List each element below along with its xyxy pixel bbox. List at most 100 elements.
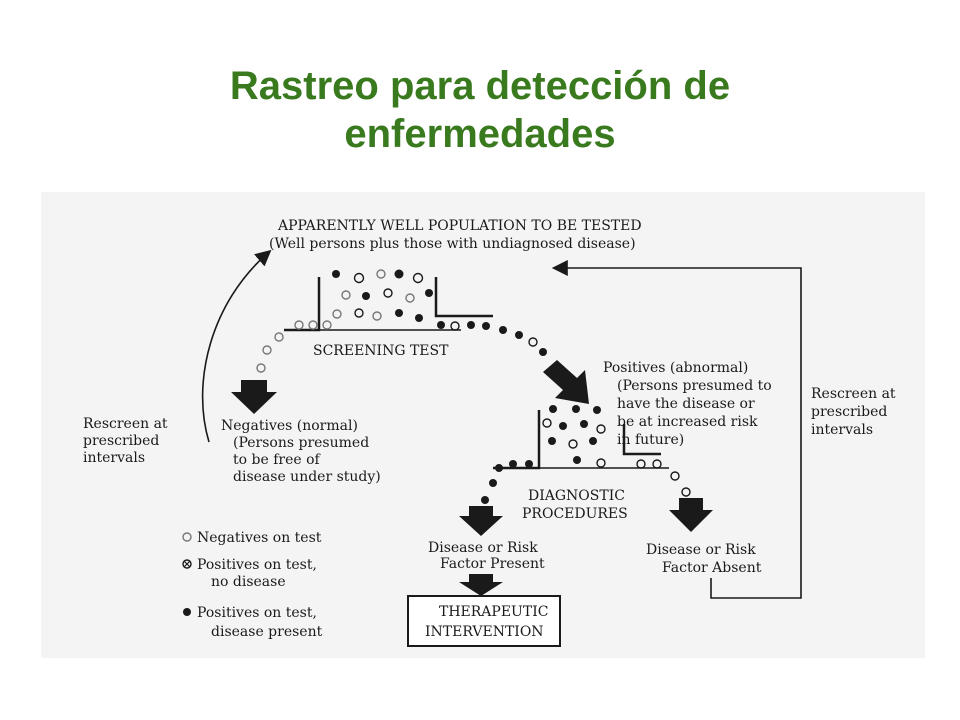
dot-false-positive [568,439,578,449]
legend-false-positive-line-1: Positives on test, [197,557,317,573]
dot-false-positive [542,418,552,428]
therapeutic-line-1: THERAPEUTIC [439,604,548,620]
positives-line-2: (Persons presumed to [617,378,772,394]
dot-positive [362,292,370,300]
dot-positive [467,321,475,329]
slide-title-line-2: enfermedades [344,112,616,156]
rescreen-left-line-3: intervals [83,450,145,466]
legend-true-positive-line-2: disease present [211,624,323,640]
rescreen-right-line-2: prescribed [811,404,887,420]
dot-negative [256,363,266,373]
disease-present-line-1: Disease or Risk [428,540,538,556]
dot-false-positive [596,458,606,468]
legend-false-positive-line-2: no disease [211,574,286,590]
dot-negative [376,269,386,279]
dot-positive [437,321,445,329]
rescreen-left-line-1: Rescreen at [83,416,168,432]
dot-negative [372,311,382,321]
dot-positive [489,479,497,487]
dot-false-positive [353,272,365,284]
negatives-line-2: (Persons presumed [233,435,369,451]
dot-positive [332,270,340,278]
dot-false-positive [652,459,662,469]
dot-positive [580,420,588,428]
population-heading: APPARENTLY WELL POPULATION TO BE TESTED [277,218,642,234]
positives-arrow [543,360,589,404]
dot-positive [572,405,580,413]
dot-false-positive [450,321,460,331]
positives-line-4: be at increased risk [617,414,758,430]
positives-line-1: Positives (abnormal) [603,360,748,376]
screening-flow-diagram: APPARENTLY WELL POPULATION TO BE TESTED … [83,218,896,647]
dot-positive [509,460,517,468]
dot-negative [308,320,318,330]
dot-positive [394,269,404,279]
disease-absent-line-1: Disease or Risk [646,542,756,558]
rescreen-left-arrow [201,249,272,443]
disease-present-line-2: Factor Present [440,556,545,572]
dot-positive [549,405,557,413]
dot-negative [274,332,284,342]
positives-line-5: in future) [617,432,684,448]
legend-negative-symbol [182,532,192,542]
rescreen-right-arrow [551,260,802,599]
negatives-line-3: to be free of [233,452,322,468]
dot-negative [405,293,415,303]
dot-positive [425,289,433,297]
therapeutic-box [407,595,561,647]
dot-false-positive [596,424,606,434]
dot-positive [539,348,547,356]
legend-true-positive-line-1: Positives on test, [197,605,317,621]
population-dots [256,269,547,373]
legend-true-positive-symbol [183,608,191,616]
dot-positive [499,326,507,334]
slide-title: Rastreo para detección de enfermedades [0,62,960,158]
rescreen-right-line-3: intervals [811,422,873,438]
legend-negatives: Negatives on test [197,530,322,546]
dot-negative [322,320,332,330]
diagnostic-funnel-right [622,424,661,456]
dot-false-positive [528,337,538,347]
legend: Negatives on test Positives on test, no … [182,530,323,640]
dot-positive [482,322,490,330]
diagnostic-funnel-left [493,410,541,470]
dot-negative [262,345,272,355]
screening-funnel-right [434,277,493,318]
disease-present-arrow [459,506,503,536]
screening-test-label: SCREENING TEST [313,343,449,359]
dot-false-positive [412,272,424,284]
dot-positive [589,437,597,445]
dot-false-positive [670,471,680,481]
therapeutic-arrow [459,574,503,596]
dot-false-positive [383,288,393,298]
dot-positive [548,437,556,445]
diagnostic-line-1: DIAGNOSTIC [528,488,625,504]
diagnostic-line-2: PROCEDURES [522,506,628,522]
positives-line-3: have the disease or [617,396,755,412]
dot-positive [525,460,533,468]
positive-group-dots [481,405,691,504]
disease-absent-arrow [669,498,713,532]
disease-absent-line-2: Factor Absent [662,560,762,576]
dot-false-positive [681,487,691,497]
dot-negative [341,290,351,300]
negatives-line-4: disease under study) [233,469,381,485]
therapeutic-line-2: INTERVENTION [425,624,544,640]
dot-positive [481,496,489,504]
dot-positive [559,422,567,430]
legend-false-positive-cross [183,560,191,568]
slide-title-line-1: Rastreo para detección de [229,64,731,108]
dot-negative [332,309,342,319]
negatives-line-1: Negatives (normal) [221,418,358,434]
rescreen-right-line-1: Rescreen at [811,386,896,402]
dot-positive [515,331,523,339]
dot-positive [395,309,403,317]
dot-positive [593,406,601,414]
screening-flow-figure: APPARENTLY WELL POPULATION TO BE TESTED … [41,192,925,658]
rescreen-left-line-2: prescribed [83,433,159,449]
legend-false-positive-symbol [182,559,192,569]
dot-false-positive [636,459,646,469]
negatives-arrow [231,380,277,414]
population-subheading: (Well persons plus those with undiagnose… [269,236,636,252]
dot-positive [573,456,581,464]
